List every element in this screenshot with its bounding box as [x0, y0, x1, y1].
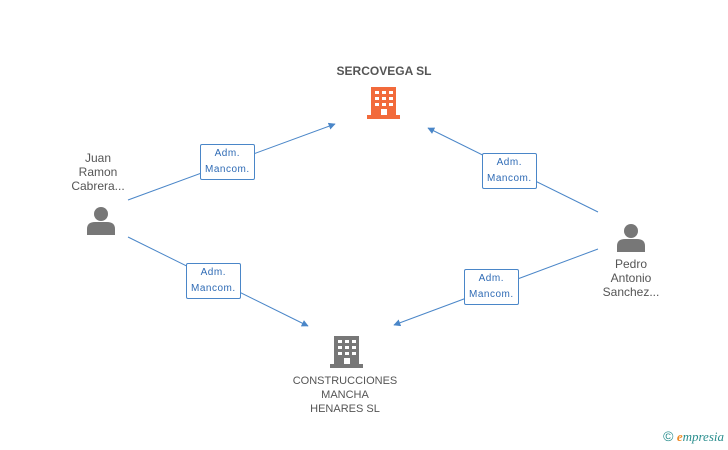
edge-label-pedro-sercovega: Adm. Mancom.	[482, 153, 537, 189]
edge-label-pedro-construcciones: Adm. Mancom.	[464, 269, 519, 305]
building-icon[interactable]	[330, 334, 363, 368]
copyright-symbol: ©	[663, 428, 674, 444]
company-sercovega-label[interactable]: SERCOVEGA SL	[336, 64, 432, 78]
person-icon[interactable]	[86, 205, 116, 235]
brand-logo: empresia	[676, 429, 724, 444]
footer-brand: © empresia	[663, 428, 724, 445]
person-pedro-label[interactable]: Pedro Antonio Sanchez...	[602, 257, 660, 299]
building-icon[interactable]	[367, 85, 400, 119]
edge-label-juan-sercovega: Adm. Mancom.	[200, 144, 255, 180]
person-juan-label[interactable]: Juan Ramon Cabrera...	[71, 151, 125, 193]
company-construcciones-label[interactable]: CONSTRUCCIONES MANCHA HENARES SL	[292, 375, 398, 415]
edge-label-juan-construcciones: Adm. Mancom.	[186, 263, 241, 299]
person-icon[interactable]	[616, 222, 646, 252]
